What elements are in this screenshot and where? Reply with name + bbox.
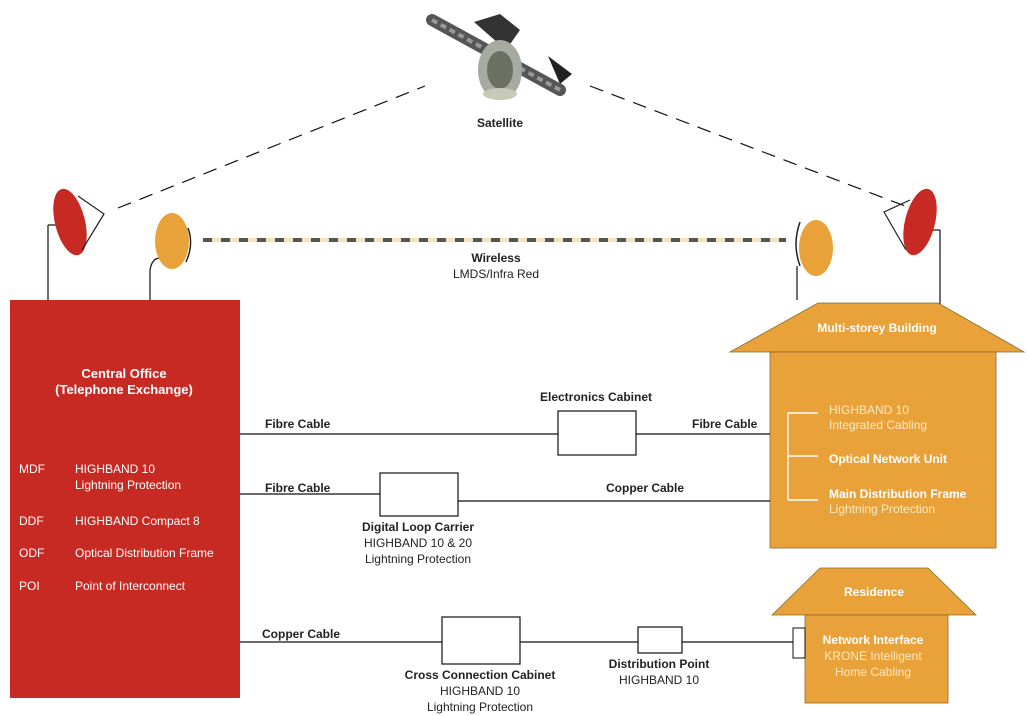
building-item-2-line1: Optical Network Unit [829, 452, 948, 466]
cable-label-mid-right: Copper Cable [606, 481, 685, 495]
wireless-title: Wireless [471, 251, 521, 265]
building-item-bracket [787, 412, 818, 501]
co-row-text-ddf: HIGHBAND Compact 8 [75, 514, 200, 528]
satellite-icon [426, 14, 572, 100]
cable-label-top-left: Fibre Cable [265, 417, 331, 431]
cable-label-mid-left: Fibre Cable [265, 481, 331, 495]
cross-connection-line2: Lightning Protection [426, 700, 534, 714]
dlc-title: Digital Loop Carrier [361, 520, 475, 534]
building-item-3-line2: Lightning Protection [829, 502, 936, 516]
dlc-box [379, 472, 459, 517]
satellite-link-left [117, 85, 426, 209]
residence-title: Residence [843, 585, 905, 599]
co-row-text-mdf: HIGHBAND 10 [75, 462, 156, 476]
dlc-line1: HIGHBAND 10 & 20 [363, 536, 473, 550]
satellite-label: Satellite [476, 116, 524, 130]
electronics-cabinet-box [557, 410, 637, 456]
cable-label-top-right: Fibre Cable [692, 417, 758, 431]
residence-line3: Home Cabling [834, 665, 912, 679]
central-office-title: Central Office [81, 366, 167, 381]
residence-body [804, 614, 949, 704]
residence-line2: KRONE Intelligent [824, 649, 922, 663]
co-row-text2-mdf: Lightning Protection [75, 478, 182, 492]
co-row-code-ddf: DDF [19, 514, 44, 528]
dish-left-satellite-icon [47, 188, 105, 300]
cross-connection-line1: HIGHBAND 10 [439, 684, 521, 698]
co-row-code-mdf: MDF [19, 462, 45, 476]
network-interface-box [792, 627, 806, 659]
distribution-point-line1: HIGHBAND 10 [618, 673, 700, 687]
building-title: Multi-storey Building [817, 321, 937, 335]
building-item-1-line2: Integrated Cabling [829, 418, 928, 432]
antenna-right-wireless-icon [795, 220, 833, 300]
cross-connection-title: Cross Connection Cabinet [404, 668, 556, 682]
co-row-code-odf: ODF [19, 546, 45, 560]
cross-connection-cabinet-box [441, 616, 521, 665]
co-row-text-poi: Point of Interconnect [75, 579, 186, 593]
wireless-subtitle: LMDS/Infra Red [452, 267, 540, 281]
co-row-text-odf: Optical Distribution Frame [75, 546, 214, 560]
co-row-code-poi: POI [19, 579, 40, 593]
dish-right-satellite-icon [883, 188, 941, 305]
electronics-cabinet-title: Electronics Cabinet [539, 390, 653, 404]
satellite-link-right [589, 85, 906, 207]
central-office-box [10, 300, 240, 698]
dlc-line2: Lightning Protection [364, 552, 472, 566]
building-item-3-line1: Main Distribution Frame [829, 487, 967, 501]
antenna-left-wireless-icon [149, 213, 192, 300]
central-office-subtitle: (Telephone Exchange) [55, 382, 193, 397]
distribution-point-title: Distribution Point [608, 657, 710, 671]
residence-line1: Network Interface [822, 633, 924, 647]
building-item-1-line1: HIGHBAND 10 [829, 403, 910, 417]
distribution-point-box [637, 626, 683, 654]
building-body [769, 351, 997, 549]
cable-label-bottom-left: Copper Cable [262, 627, 341, 641]
